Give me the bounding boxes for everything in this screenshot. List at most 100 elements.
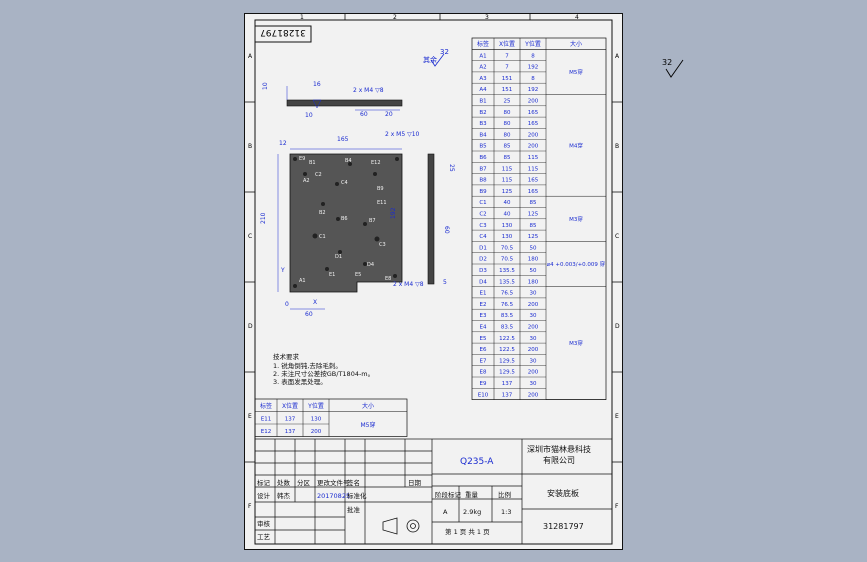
hole-table-cell: D1: [479, 245, 487, 251]
hole-size: M3穿: [569, 339, 583, 347]
hole-table-cell: C3: [479, 223, 487, 229]
dim-side-5: 5: [443, 279, 447, 286]
zone-number: 1: [300, 14, 304, 21]
zone-letter: E: [615, 413, 619, 420]
hole-size: M3穿: [569, 215, 583, 223]
material: Q235-A: [460, 457, 494, 467]
hole-table-cell: 151: [502, 76, 513, 82]
small-table-cell: 200: [311, 429, 322, 435]
hole-table-cell: 130: [502, 223, 513, 229]
svg-text:E5: E5: [355, 272, 361, 278]
outside-roughness: 32: [662, 55, 690, 81]
hole-table-cell: E7: [480, 358, 487, 364]
hole-table-cell: E4: [480, 325, 487, 331]
hole-table-cell: 115: [528, 166, 539, 172]
hole-table-cell: 137: [502, 381, 513, 387]
dim-top-thk: 10: [262, 82, 269, 90]
side-view: 25 60 5: [427, 153, 455, 286]
hole-table-cell: 76.5: [501, 302, 514, 308]
hole-table-cell: 151: [502, 87, 513, 93]
dim-right-holes: 2 x M5 ▽10: [385, 131, 420, 138]
tb-scale-value: 1:3: [501, 508, 511, 516]
hole-table-cell: 125: [502, 189, 513, 195]
svg-text:B6: B6: [341, 216, 348, 222]
svg-text:E12: E12: [371, 160, 381, 166]
svg-text:B2: B2: [319, 210, 326, 216]
hole-table-cell: 200: [528, 132, 539, 138]
hole-table-cell: 129.5: [499, 370, 515, 376]
hole-table-cell: B3: [479, 121, 487, 127]
zone-letter: F: [615, 503, 619, 510]
zone-letter: C: [615, 233, 619, 240]
tb-stage: 阶段标记: [435, 490, 462, 499]
svg-text:E1: E1: [329, 272, 335, 278]
small-table-header: X位置: [282, 402, 298, 410]
drawing-sheet: A B C D E F A B C D E F 1 2 3 4 31281797…: [244, 13, 623, 550]
tb-zone: 分区: [297, 478, 311, 487]
tb-sheet: 第 1 页 共 1 页: [445, 527, 490, 536]
hole-table-cell: 83.5: [501, 325, 514, 331]
code-box-text: 31281797: [260, 27, 306, 37]
svg-text:D1: D1: [335, 254, 342, 260]
hole-table-cell: 85: [504, 144, 511, 150]
hole-table-cell: 30: [530, 313, 537, 319]
hole-table-cell: B5: [479, 144, 487, 150]
hole-table-cell: 200: [528, 392, 539, 398]
drawing-svg: A B C D E F A B C D E F 1 2 3 4 31281797…: [245, 14, 622, 545]
hole-table-cell: B4: [479, 132, 487, 138]
svg-text:E9: E9: [299, 156, 305, 162]
zone-number: 3: [485, 14, 489, 21]
tb-mark: 标记: [257, 478, 271, 487]
tb-stage-value: A: [443, 508, 448, 516]
hole-table-cell: D3: [479, 268, 487, 274]
hole-table-cell: 70.5: [501, 245, 514, 251]
svg-text:C4: C4: [341, 180, 348, 186]
hole-table-cell: 115: [502, 178, 513, 184]
hole-table-header: X位置: [499, 40, 515, 48]
svg-text:D4: D4: [367, 262, 374, 268]
origin: 0: [285, 301, 289, 308]
hole-table-cell: 200: [528, 347, 539, 353]
hole-table-cell: E10: [478, 392, 489, 398]
tb-review: 审核: [257, 519, 271, 528]
tb-weight-value: 2.9kg: [463, 508, 481, 516]
dim-left-12: 12: [279, 140, 287, 147]
hole-table-cell: 165: [528, 110, 539, 116]
tb-sign: 签名: [347, 478, 360, 487]
hole-table-cell: 180: [528, 257, 539, 263]
hole-table-cell: 25: [504, 99, 511, 105]
hole-table-cell: B2: [479, 110, 486, 116]
svg-text:B7: B7: [369, 218, 376, 224]
tech-note: 2. 未注尺寸公差按GB/T1804-m。: [273, 369, 374, 378]
hole-table-cell: A3: [479, 76, 487, 82]
small-table-header: 标签: [260, 402, 272, 410]
code-bottom: 31281797: [543, 522, 584, 531]
dim-top-10: 10: [305, 112, 313, 119]
hole-table-cell: 135.5: [499, 279, 515, 285]
roughness-icon: [665, 59, 684, 78]
hole-table-cell: 135.5: [499, 268, 515, 274]
zone-letter: A: [615, 53, 620, 60]
hole-table-cell: 8: [531, 53, 535, 59]
hole-table-cell: 83.5: [501, 313, 514, 319]
small-table-cell: E11: [261, 417, 271, 423]
hole-size: M5穿: [569, 68, 583, 76]
axis-y: Y: [280, 267, 285, 274]
part-name: 安装底板: [547, 488, 579, 498]
zone-letter: B: [248, 143, 252, 150]
small-table-cell: E12: [261, 429, 271, 435]
hole-table-cell: B8: [479, 178, 487, 184]
outside-roughness-value: 32: [662, 58, 672, 67]
hole-table-header: Y位置: [524, 40, 541, 48]
svg-text:B9: B9: [377, 186, 384, 192]
roughness-note: 其余: [423, 55, 437, 64]
svg-text:C1: C1: [319, 234, 326, 240]
tb-process: 工艺: [257, 533, 271, 541]
hole-table-cell: E1: [480, 291, 487, 297]
hole-table-header: 大小: [570, 40, 582, 48]
hole-table-cell: B1: [479, 99, 486, 105]
dim-side-60: 60: [443, 226, 450, 234]
zone-letter: B: [615, 143, 619, 150]
